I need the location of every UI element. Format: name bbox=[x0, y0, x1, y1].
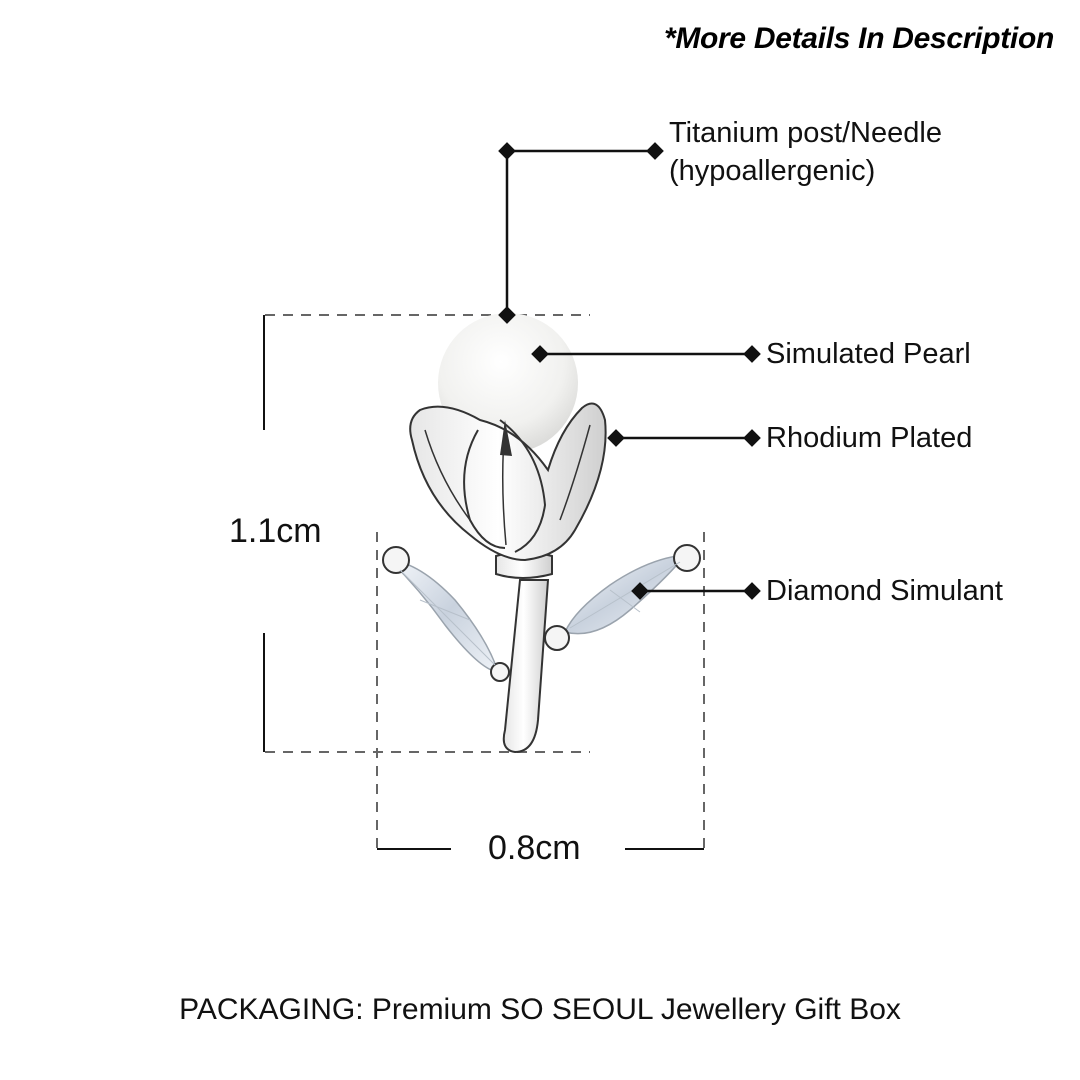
callout-titanium-line1: Titanium post/Needle bbox=[669, 117, 942, 149]
height-dimension-label: 1.1cm bbox=[229, 512, 322, 550]
left-gem bbox=[382, 546, 510, 682]
width-dimension-label: 0.8cm bbox=[488, 829, 581, 867]
details-note: *More Details In Description bbox=[663, 22, 1054, 55]
tulip-body bbox=[409, 402, 607, 562]
callout-rhodium-plated: Rhodium Plated bbox=[766, 422, 973, 454]
dashed-guides bbox=[265, 314, 705, 850]
callout-titanium-line2: (hypoallergenic) bbox=[669, 155, 876, 187]
callout-titanium-post: Titanium post/Needle (hypoallergenic) bbox=[669, 114, 942, 190]
right-gem bbox=[544, 544, 701, 651]
packaging-text: PACKAGING: Premium SO SEOUL Jewellery Gi… bbox=[179, 993, 901, 1026]
callout-diamond-simulant: Diamond Simulant bbox=[766, 575, 1003, 607]
callout-lines bbox=[498, 142, 761, 600]
callout-simulated-pearl: Simulated Pearl bbox=[766, 338, 971, 370]
